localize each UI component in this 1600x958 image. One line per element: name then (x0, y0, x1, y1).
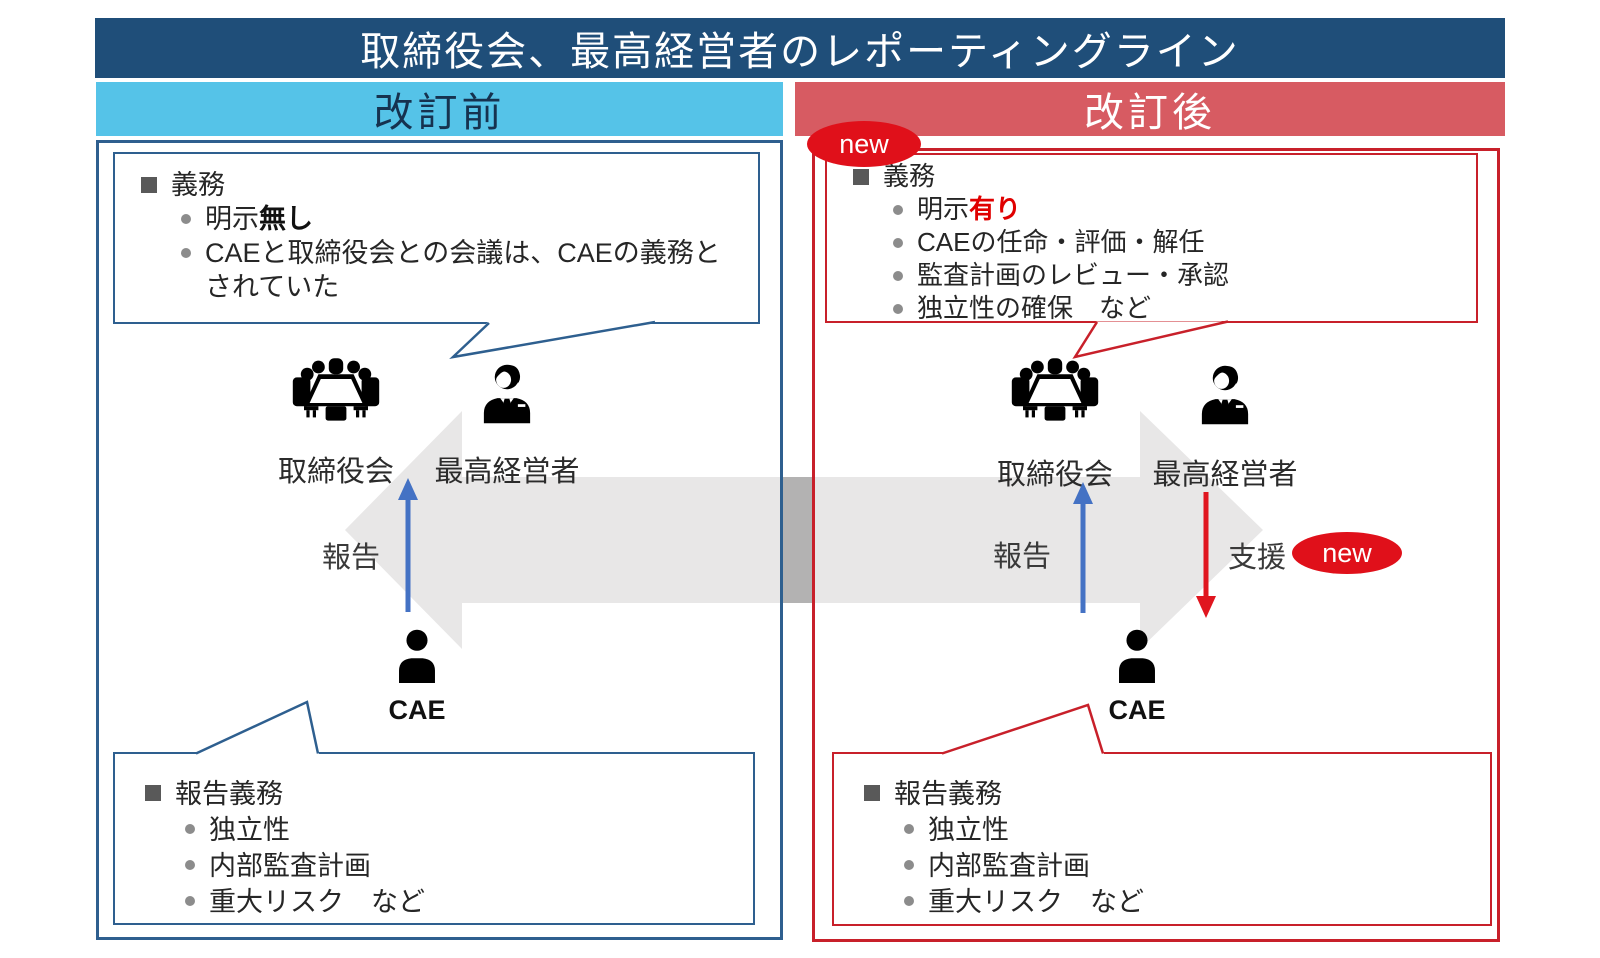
header-after-text: 改訂後 (1084, 91, 1216, 135)
round-bullet-icon (181, 248, 191, 258)
after-duty-item-1-prefix: 明示 (917, 194, 970, 224)
after-report-item-1-text: 独立性 (928, 815, 1009, 845)
board-icon (1011, 358, 1099, 421)
after-duty-item-1-emphasis: 有り (969, 194, 1022, 224)
after-support-label: 支援 (1227, 542, 1287, 574)
new-badge-support-text: new (1322, 537, 1372, 568)
before-ceo-label: 最高経営者 (434, 456, 580, 488)
before-report-item-2: 内部監査計画 (145, 848, 741, 884)
page-title: 取締役会、最高経営者のレポーティングライン (95, 18, 1505, 78)
square-bullet-icon (864, 785, 880, 801)
after-duty-item-4-text: 独立性の確保 など (917, 293, 1152, 323)
after-report-item-1: 独立性 (864, 812, 1478, 848)
before-duty-bubble: 義務 明示無し CAEと取締役会との会議は、CAEの義務とされていた (113, 152, 760, 324)
after-board-label: 取締役会 (996, 459, 1114, 491)
after-report-item-3-text: 重大リスク など (928, 887, 1144, 917)
after-duty-item-1: 明示有り (853, 193, 1466, 226)
after-report-tail (941, 703, 1105, 755)
before-duty-item-1-text: 明示無し (205, 202, 313, 236)
after-duty-bubble: 義務 明示有り CAEの任命・評価・解任 監査計画のレビュー・承認 独立性の確保… (825, 153, 1478, 323)
ceo-icon (483, 364, 531, 424)
square-bullet-icon (145, 785, 161, 801)
before-duty-heading: 義務 (171, 170, 225, 200)
round-bullet-icon (904, 896, 914, 906)
square-bullet-icon (853, 169, 869, 185)
after-report-bubble: 報告義務 独立性 内部監査計画 重大リスク など (832, 752, 1492, 926)
round-bullet-icon (181, 214, 191, 224)
after-report-item-2: 内部監査計画 (864, 848, 1478, 884)
before-report-arrowhead (398, 478, 418, 500)
panel-before (96, 140, 783, 940)
after-duty-item-3-text: 監査計画のレビュー・承認 (917, 260, 1230, 290)
round-bullet-icon (893, 205, 903, 215)
before-duty-heading-row: 義務 (141, 168, 746, 202)
before-cae-label: CAE (388, 695, 446, 725)
round-bullet-icon (893, 271, 903, 281)
cae-icon (399, 629, 435, 684)
round-bullet-icon (893, 304, 903, 314)
before-report-tail (195, 700, 320, 755)
round-bullet-icon (185, 860, 195, 870)
before-duty-item-2-text: CAEと取締役会との会議は、CAEの義務とされていた (205, 238, 721, 302)
after-duty-heading-row: 義務 (853, 160, 1466, 193)
before-report-heading-row: 報告義務 (145, 776, 741, 812)
new-badge-support: new (1292, 532, 1402, 574)
new-badge-duty: new (807, 121, 921, 167)
after-support-arrowhead (1196, 596, 1216, 618)
after-duty-item-2-text: CAEの任命・評価・解任 (917, 227, 1205, 257)
after-duty-item-4: 独立性の確保 など (853, 292, 1466, 325)
header-before-text: 改訂前 (373, 91, 506, 135)
arrow-overlap-segment (783, 477, 812, 603)
before-duty-item-1-prefix: 明示 (205, 204, 259, 234)
after-duty-tail (1072, 320, 1229, 359)
after-report-item-2-text: 内部監査計画 (928, 851, 1090, 881)
before-report-tail-mask (196, 702, 319, 754)
after-duty-item-1-text: 明示有り (917, 193, 1021, 226)
round-bullet-icon (185, 896, 195, 906)
after-report-label: 報告 (992, 541, 1052, 573)
page-title-text: 取締役会、最高経営者のレポーティングライン (360, 30, 1240, 74)
after-cae-label: CAE (1108, 695, 1166, 725)
round-bullet-icon (904, 824, 914, 834)
after-ceo-label: 最高経営者 (1152, 459, 1298, 491)
ceo-icon (1201, 365, 1249, 425)
before-report-heading: 報告義務 (175, 779, 283, 809)
round-bullet-icon (185, 824, 195, 834)
before-duty-item-1-emphasis: 無し (259, 204, 313, 234)
square-bullet-icon (141, 177, 157, 193)
cae-icon (1119, 629, 1155, 684)
header-after: 改訂後 (795, 82, 1505, 136)
panel-after (812, 148, 1500, 942)
after-report-tail-mask (942, 705, 1104, 754)
before-duty-item-2: CAEと取締役会との会議は、CAEの義務とされていた (141, 236, 746, 304)
before-report-bubble: 報告義務 独立性 内部監査計画 重大リスク など (113, 752, 755, 925)
after-report-arrowhead (1073, 482, 1093, 504)
new-badge-duty-text: new (839, 128, 889, 159)
before-duty-item-1: 明示無し (141, 202, 746, 236)
after-report-heading: 報告義務 (894, 779, 1002, 809)
before-report-item-2-text: 内部監査計画 (209, 851, 371, 881)
before-report-item-1: 独立性 (145, 812, 741, 848)
after-duty-item-2: CAEの任命・評価・解任 (853, 226, 1466, 259)
after-duty-heading: 義務 (883, 161, 936, 191)
round-bullet-icon (893, 238, 903, 248)
before-duty-tail (449, 320, 656, 359)
before-board-label: 取締役会 (277, 456, 395, 488)
before-report-item-3-text: 重大リスク など (209, 887, 425, 917)
round-bullet-icon (904, 860, 914, 870)
board-icon (292, 358, 380, 421)
before-report-label: 報告 (321, 542, 381, 574)
after-duty-item-3: 監査計画のレビュー・承認 (853, 259, 1466, 292)
before-report-item-3: 重大リスク など (145, 884, 741, 920)
header-before: 改訂前 (96, 82, 783, 136)
before-report-item-1-text: 独立性 (209, 815, 290, 845)
after-report-heading-row: 報告義務 (864, 776, 1478, 812)
after-report-item-3: 重大リスク など (864, 884, 1478, 920)
